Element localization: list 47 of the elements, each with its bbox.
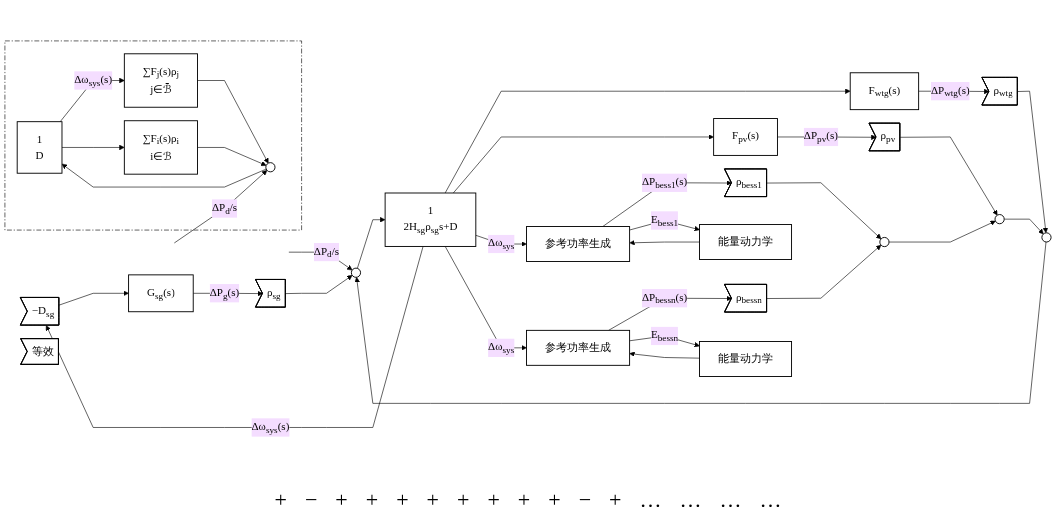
sign-label: + — [396, 487, 409, 513]
sign-label: + — [365, 487, 379, 513]
sign-label: … — [759, 487, 782, 513]
edge-label: Δω$_{sys}$ — [488, 340, 515, 356]
node-box — [699, 341, 792, 378]
edge-label: ΔP$_{wtg}$(s) — [930, 84, 970, 99]
node-box — [128, 274, 194, 313]
sign-label: + — [548, 487, 561, 513]
edge-label: E$_{bessn}$ — [650, 328, 679, 344]
edge-label: ΔP$_{pv}$(s) — [803, 129, 838, 145]
sign-label: + — [274, 487, 287, 513]
node-circle — [1041, 232, 1052, 243]
node-box — [384, 192, 477, 248]
edge-label: Δω$_{sys}$(s) — [74, 73, 113, 88]
sign-label: + — [426, 487, 439, 513]
edge-label: ΔP$_{d}$/s — [211, 201, 238, 216]
edge-label: Δω$_{sys}$(s) — [251, 420, 290, 435]
node-box — [849, 72, 920, 111]
edge-label: ΔP$_{d}$/s — [313, 244, 340, 260]
cluster — [4, 40, 302, 231]
sign-label: + — [335, 487, 348, 513]
node-box — [123, 120, 198, 175]
sign-label: + — [457, 487, 470, 513]
node-box — [16, 121, 63, 174]
sign-label: + — [487, 487, 500, 513]
sign-label: … — [679, 487, 702, 513]
node-box — [123, 53, 198, 108]
node-circle — [994, 214, 1005, 225]
sign-label: … — [639, 487, 662, 513]
sign-label: + — [517, 487, 531, 513]
block-diagram: Δω$_{sys}$(s) Δω$_{sys}$ Δω$_{sys}$ ΔP$_{g}$(s) ΔP$_{wtg}$(s) ΔP$_{pv}$(s) ΔP$_{bess1}$(s) E$_{bess1}$ ΔP$_{bessn}$(s) E$_{bessn}$ ΔP$_{d}$/s Δω$_{sys}$(s) ΔP$_{d}$/s ∑F$_{j}$(s)ρ$_{j}$ j∈ℬ̄ F$_{wtg}$(s) ρ$_{wtg}$ 1 D ∑F$_{i}$(s)ρ$_{i}$ i∈ℬ F$_{pv}$(s) ρ$_{pv}$ ρ$_{bess1}$ 1 2H$_{sg}$ρ$_{sg}$s+D 参考功率生成 能量动力学 G$_{sg}$(s) ρ$_{sg}$ ρ$_{bessn}$ −D$_{sg}$ 等效 参考功率生成 能量动力学 — [0, 36, 1056, 442]
node-circle — [350, 267, 362, 278]
edge-label: Δω$_{sys}$ — [488, 236, 515, 252]
node-box — [713, 118, 778, 157]
node-box — [526, 330, 631, 366]
node-circle — [879, 237, 890, 248]
sign-label: … — [719, 487, 742, 513]
sign-label: + — [609, 487, 622, 513]
node-circle — [265, 162, 276, 173]
edge-label: ΔP$_{bess1}$(s) — [641, 175, 688, 191]
edge-label: ΔP$_{bessn}$(s) — [641, 291, 688, 306]
edge-label: ΔP$_{g}$(s) — [209, 286, 240, 301]
sign-label: − — [578, 487, 592, 513]
node-box — [526, 226, 631, 263]
sign-label: − — [304, 487, 318, 513]
edge-label: E$_{bess1}$ — [650, 213, 679, 228]
node-box — [699, 224, 792, 261]
